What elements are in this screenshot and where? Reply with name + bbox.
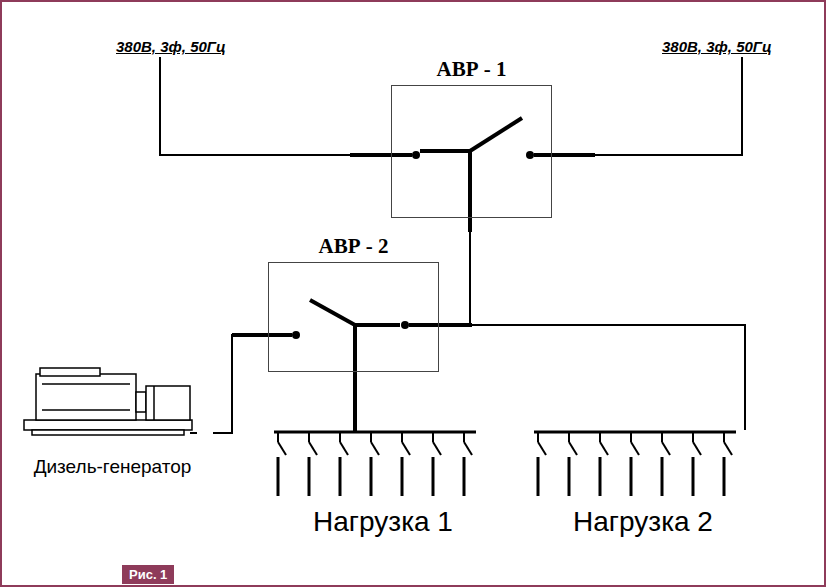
power-source: 380В, 3ф, 50Гц bbox=[658, 36, 776, 57]
power-wire bbox=[439, 218, 470, 325]
switch-title: АВР - 2 bbox=[269, 234, 438, 259]
power-wire bbox=[552, 57, 742, 155]
power-source: 380В, 3ф, 50Гц bbox=[112, 36, 230, 57]
load-group: Нагрузка 1 bbox=[270, 430, 496, 542]
source-label: 380В, 3ф, 50Гц bbox=[112, 36, 230, 57]
source-label: 380В, 3ф, 50Гц bbox=[658, 36, 776, 57]
node-label: Нагрузка 2 bbox=[530, 506, 756, 538]
power-wire bbox=[213, 335, 268, 433]
transfer-switch-box: АВР - 1 bbox=[391, 85, 552, 218]
ats1-switch bbox=[350, 118, 595, 232]
node-label: Дизель-генератор bbox=[12, 456, 213, 478]
figure-badge: Рис. 1 bbox=[122, 565, 174, 584]
diesel-generator: Дизель-генератор bbox=[12, 360, 213, 480]
load-group: Нагрузка 2 bbox=[530, 430, 756, 542]
power-wire bbox=[470, 218, 745, 430]
diesel-generator-illustration bbox=[12, 360, 197, 442]
breaker-row bbox=[530, 430, 740, 500]
power-wire bbox=[354, 372, 356, 430]
breaker-row bbox=[270, 430, 480, 500]
node-label: Нагрузка 1 bbox=[270, 506, 496, 538]
power-wire bbox=[160, 57, 391, 155]
transfer-switch-box: АВР - 2 bbox=[268, 262, 439, 372]
switch-title: АВР - 1 bbox=[392, 57, 551, 82]
